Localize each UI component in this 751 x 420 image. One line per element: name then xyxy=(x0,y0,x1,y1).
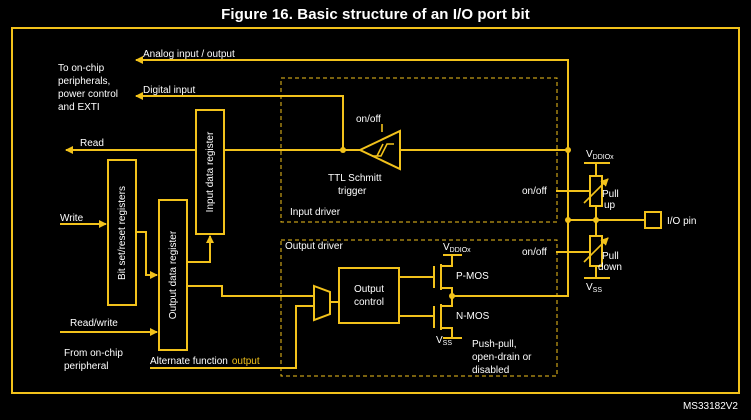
pullup-on-off-label: on/off xyxy=(522,186,547,197)
from-onchip-label-2: peripheral xyxy=(64,361,108,372)
pull-up-label-1: Pull xyxy=(602,189,619,200)
read-write-label: Read/write xyxy=(70,318,118,329)
vss-right-main: V xyxy=(586,282,593,293)
push-pull-label-3: disabled xyxy=(472,365,509,376)
vddiox-top-sub: DDIOx xyxy=(593,154,615,161)
figure-title: Figure 16. Basic structure of an I/O por… xyxy=(221,6,530,23)
schmitt-on-off-label: on/off xyxy=(356,114,381,125)
to-onchip-label-1: To on-chip xyxy=(58,63,105,74)
vddiox-top-main: V xyxy=(586,149,593,160)
vss-bottom-label: VSS xyxy=(436,335,452,347)
digital-input-label: Digital input xyxy=(143,85,195,96)
nmos-channel xyxy=(440,296,453,338)
io-pin-label: I/O pin xyxy=(667,216,696,227)
analog-line xyxy=(135,56,569,220)
output-data-register-label: Output data register xyxy=(168,230,179,319)
to-onchip-label-4: and EXTI xyxy=(58,102,100,113)
junction-dot xyxy=(340,147,346,153)
input-driver-label: Input driver xyxy=(290,207,341,218)
pull-up-label-2: up xyxy=(604,200,616,211)
output-control-label-1: Output xyxy=(354,284,384,295)
alt-func-output-text: output xyxy=(232,356,260,367)
output-driver-region xyxy=(280,239,558,377)
drain-to-pad-line xyxy=(452,220,569,297)
pmos-channel xyxy=(440,255,453,296)
output-control-box xyxy=(338,267,400,324)
junction-dot xyxy=(565,147,571,153)
vddiox-mid-main: V xyxy=(443,242,450,253)
vss-bottom-main: V xyxy=(436,335,443,346)
pulldown-variable-arrow xyxy=(583,237,609,263)
junction-dot xyxy=(565,217,571,223)
output-control-label-2: control xyxy=(354,297,384,308)
write-label: Write xyxy=(60,213,84,224)
vss-bottom-sub: SS xyxy=(443,340,453,347)
read-label: Read xyxy=(80,138,104,149)
pullup-variable-arrow xyxy=(583,178,609,204)
hysteresis-icon xyxy=(372,143,394,157)
ttl-schmitt-label-1: TTL Schmitt xyxy=(328,173,382,184)
from-onchip-label-1: From on-chip xyxy=(64,348,123,359)
to-onchip-label-3: power control xyxy=(58,89,118,100)
ms-code-label: MS33182V2 xyxy=(683,401,738,412)
odr-to-mux-line xyxy=(187,285,314,297)
bit-set-reset-label: Bit set/reset registers xyxy=(117,186,128,280)
bit-set-reset-box xyxy=(107,159,137,306)
bsr-to-odr-line xyxy=(136,231,158,279)
ttl-schmitt-label-2: trigger xyxy=(338,186,367,197)
alt-func-text: Alternate function xyxy=(150,356,228,367)
to-onchip-label-2: peripherals, xyxy=(58,76,110,87)
input-data-register-label: Input data register xyxy=(205,131,216,212)
odr-to-idr-line xyxy=(187,235,214,263)
vss-right-sub: SS xyxy=(593,287,603,294)
nmos-label: N-MOS xyxy=(456,311,490,322)
push-pull-label-2: open-drain or xyxy=(472,352,532,363)
outer-frame xyxy=(11,27,740,394)
output-mux-symbol xyxy=(313,284,331,322)
analog-io-label: Analog input / output xyxy=(143,49,235,60)
io-pin-box xyxy=(644,211,662,229)
push-pull-label-1: Push-pull, xyxy=(472,339,516,350)
digital-input-line xyxy=(135,92,344,150)
input-data-register-box xyxy=(195,109,225,235)
vss-right-label: VSS xyxy=(586,282,602,294)
alt-func-line xyxy=(150,305,314,369)
pmos-label: P-MOS xyxy=(456,271,489,282)
alt-func-label: Alternate function output xyxy=(150,356,260,367)
pull-down-label-1: Pull xyxy=(602,251,619,262)
junction-dot xyxy=(449,293,455,299)
pull-down-label-2: down xyxy=(598,262,622,273)
output-driver-label: Output driver xyxy=(285,241,343,252)
pulldown-on-off-label: on/off xyxy=(522,247,547,258)
vddiox-top-label: VDDIOx xyxy=(586,149,614,161)
vddiox-mid-sub: DDIOx xyxy=(450,247,472,254)
output-data-register-box xyxy=(158,199,188,351)
vddiox-mid-label: VDDIOx xyxy=(443,242,471,254)
